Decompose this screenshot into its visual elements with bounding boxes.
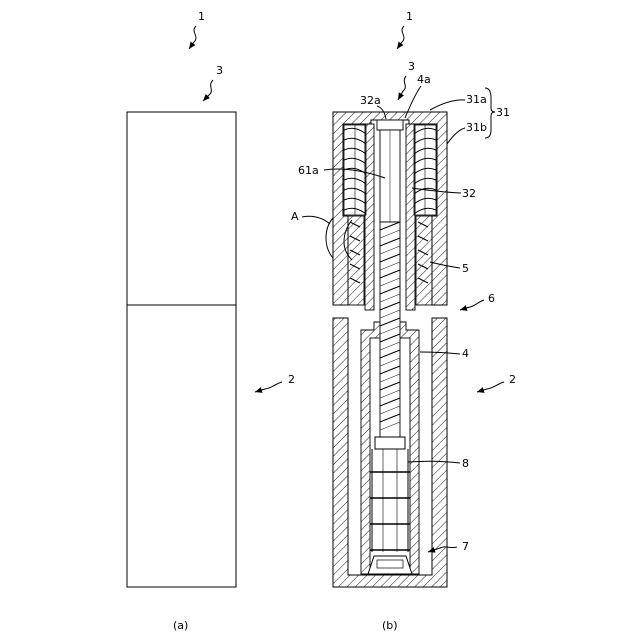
spiral-tube-right — [416, 216, 432, 305]
label-b-top-part: 32a — [360, 94, 381, 107]
caption-a: (a) — [173, 619, 188, 632]
label-b-region: A — [291, 210, 299, 223]
label-b-screw-top: 61a — [298, 164, 319, 177]
label-b-cap-outer-top: 31a — [466, 93, 487, 106]
rod-top-cap — [377, 120, 403, 130]
inner-sleeve-right — [406, 124, 415, 310]
label-b-inner-sleeve: 32 — [462, 187, 476, 200]
label-b-rod-top: 4a — [417, 73, 431, 86]
figure-b: 1 3 32a 4a 31a 31b 31 61a 32 A 5 6 4 2 8 — [291, 10, 516, 632]
label-b-bottom: 7 — [462, 540, 469, 553]
label-b-rod: 4 — [462, 347, 469, 360]
cap-thread-right — [414, 125, 436, 215]
leader-b-body — [477, 382, 504, 392]
label-b-cap: 3 — [408, 60, 415, 73]
label-b-spring: 8 — [462, 457, 469, 470]
leader-b-region — [302, 216, 330, 224]
label-b-spiral: 5 — [462, 262, 469, 275]
label-b-assembly: 1 — [406, 10, 413, 23]
leader-b-cap-outer-side — [447, 128, 465, 144]
caption-b: (b) — [382, 619, 398, 632]
leader-b-cap-outer-top — [430, 100, 465, 110]
closed-container-outline — [127, 112, 236, 587]
leader-a-body — [255, 382, 282, 392]
piston-block — [375, 437, 405, 449]
label-a-assembly: 1 — [198, 10, 205, 23]
leader-a-assembly — [189, 26, 196, 49]
label-a-body: 2 — [288, 373, 295, 386]
leader-b-body-gap — [460, 300, 484, 310]
bottom-seat — [368, 556, 412, 574]
label-b-cap-outer: 31 — [496, 106, 510, 119]
leader-b-assembly — [397, 26, 404, 49]
screw-shaft — [380, 222, 400, 437]
leader-a-cap — [203, 80, 213, 101]
region-bracket-outer — [326, 218, 333, 258]
figure-a: 1 3 2 (a) — [127, 10, 295, 632]
label-b-body-gap: 6 — [488, 292, 495, 305]
inner-sleeve-left — [365, 124, 374, 310]
label-b-cap-outer-side: 31b — [466, 121, 487, 134]
label-a-cap: 3 — [216, 64, 223, 77]
label-b-body: 2 — [509, 373, 516, 386]
spiral-tube-left — [348, 216, 364, 305]
leader-b-cap — [398, 76, 406, 100]
